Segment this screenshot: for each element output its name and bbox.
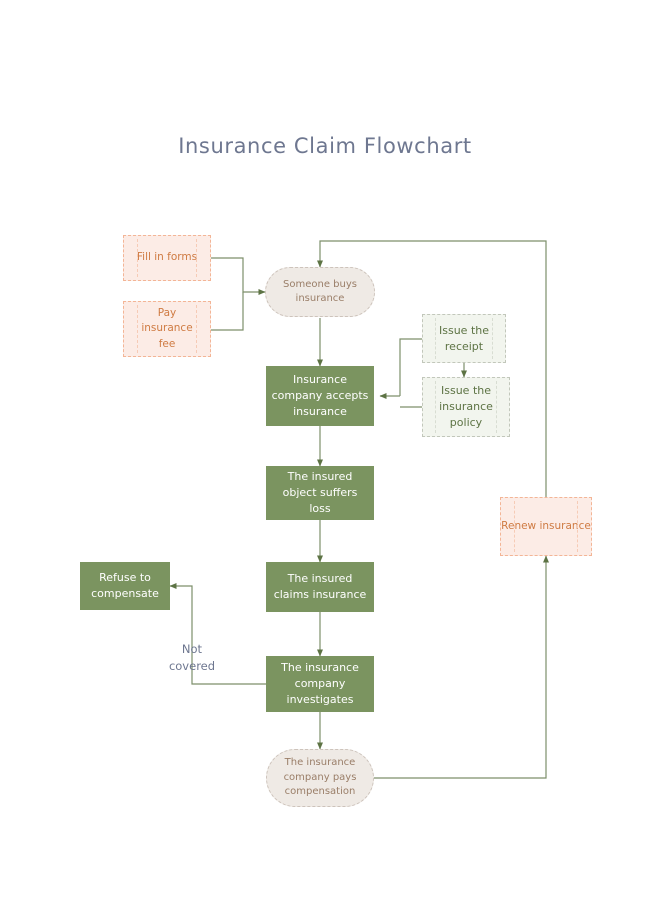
node-label: Issue the receipt [439, 323, 489, 353]
node-pay-insurance-fee[interactable]: Pay insurance fee [123, 301, 211, 357]
node-issue-insurance-policy[interactable]: Issue the insurance policy [422, 377, 510, 437]
node-company-investigates[interactable]: The insurance company investigates [266, 656, 374, 712]
node-label: Pay insurance fee [141, 307, 193, 350]
node-label: Fill in forms [136, 251, 198, 264]
edge-receipt-to-accepts [399, 338, 422, 396]
page-title: Insurance Claim Flowchart [178, 134, 472, 158]
node-someone-buys-insurance[interactable]: Someone buys insurance [265, 267, 375, 317]
node-label: Refuse to compensate [91, 571, 159, 600]
node-label: Someone buys insurance [283, 278, 357, 305]
node-company-pays-compensation[interactable]: The insurance company pays compensation [266, 749, 374, 807]
node-label: Insurance company accepts insurance [271, 373, 369, 418]
node-label: The insurance company pays compensation [283, 757, 357, 798]
node-insured-claims-insurance[interactable]: The insured claims insurance [266, 562, 374, 612]
edge-label-not-covered: Not covered [168, 642, 216, 674]
node-issue-the-receipt[interactable]: Issue the receipt [422, 314, 506, 363]
node-label: Renew insurance [501, 519, 591, 532]
edge-payfee-to-someonebuys [211, 292, 244, 331]
node-label: The insured object suffers loss [282, 470, 358, 515]
node-label: Issue the insurance policy [439, 384, 493, 429]
node-insured-object-suffers-loss[interactable]: The insured object suffers loss [266, 466, 374, 520]
edge-pays-to-renew [374, 555, 549, 779]
node-fill-in-forms[interactable]: Fill in forms [123, 235, 211, 281]
node-refuse-to-compensate[interactable]: Refuse to compensate [80, 562, 170, 610]
node-label: The insured claims insurance [273, 572, 367, 601]
edge-fillforms-to-someonebuys [211, 257, 266, 295]
node-company-accepts-insurance[interactable]: Insurance company accepts insurance [266, 366, 374, 426]
node-renew-insurance[interactable]: Renew insurance [500, 497, 592, 556]
node-label: The insurance company investigates [281, 661, 359, 706]
